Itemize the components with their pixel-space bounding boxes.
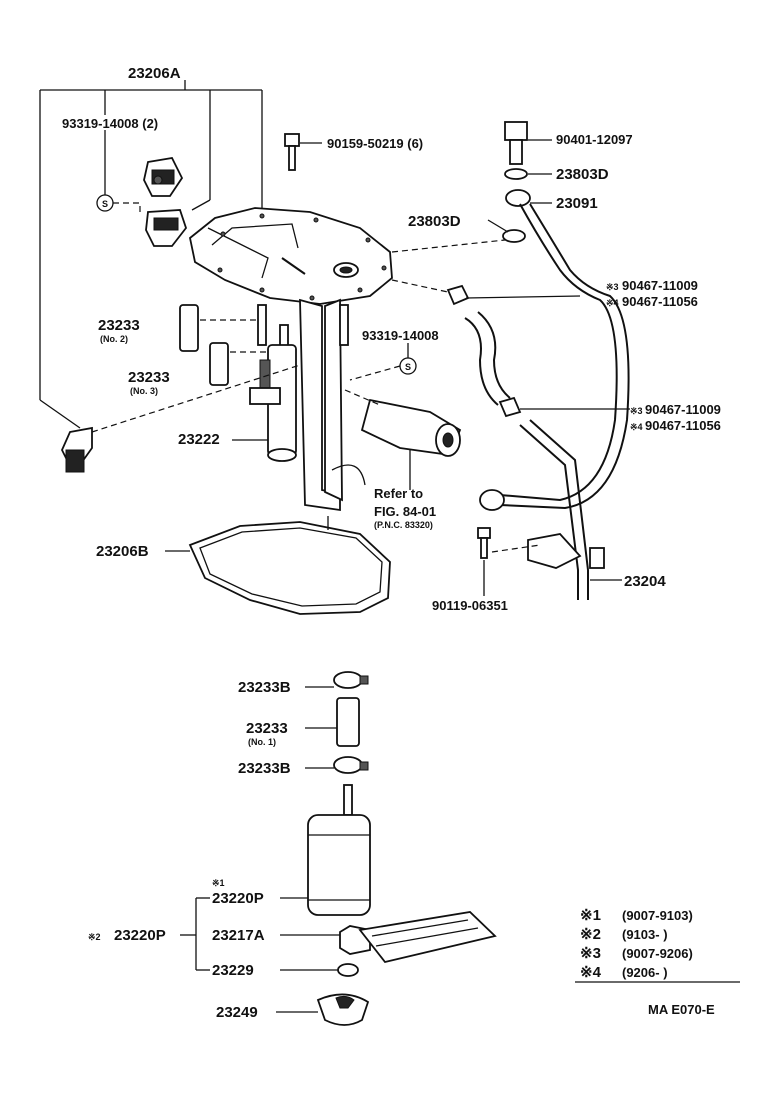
label-93319-14008: 93319-14008 [362, 328, 439, 343]
fuel-pump-assy-ref [344, 389, 462, 490]
label-90467-11009-b: 90467-11009 [645, 402, 721, 417]
hose-23233-no2 [179, 304, 258, 352]
pump-23220P [280, 784, 371, 916]
label-23220P-1: 23220P [212, 890, 264, 907]
label-23233-no2: 23233 [98, 317, 140, 334]
bracket-clip [61, 364, 301, 473]
svg-text:S: S [102, 199, 108, 209]
label-23229: 23229 [212, 962, 254, 979]
label-90159: 90159-50219 (6) [327, 136, 423, 151]
mark-1: ※1 [212, 878, 225, 888]
svg-text:S: S [405, 362, 411, 372]
label-pnc: (P.N.C. 83320) [374, 520, 433, 530]
gasket-23803D-lower [391, 219, 526, 253]
pump-plate [189, 207, 393, 305]
mark-4a: ※4 [606, 298, 619, 308]
filter-23217A [280, 911, 497, 964]
label-no3: (No. 3) [130, 386, 158, 396]
label-93319-14008-2: 93319-14008 (2) [62, 116, 158, 131]
part-labels: 23206A 93319-14008 (2) 90159-50219 (6) 9… [62, 65, 721, 1021]
label-refer-to: Refer to [374, 486, 423, 501]
pipe-23204 [519, 419, 622, 600]
diagram-id: MA E070-E [648, 1002, 715, 1017]
mark-3a: ※3 [606, 282, 619, 292]
label-90401: 90401-12097 [556, 132, 633, 147]
mark-4b: ※4 [630, 422, 643, 432]
label-23249: 23249 [216, 1004, 258, 1021]
s-symbol-1: S [96, 194, 141, 212]
label-23233-no1: 23233 [246, 720, 288, 737]
screw-90119 [477, 527, 541, 596]
label-90467-11056-b: 90467-11056 [645, 418, 721, 433]
hose-23233-no1 [305, 697, 360, 747]
legend-mark-1: ※1 [580, 907, 601, 924]
clamp-23233B-upper [305, 671, 369, 689]
legend-range-2: (9103- ) [622, 927, 668, 942]
legend-mark-4: ※4 [580, 964, 602, 981]
assembly-bracket-23206A [39, 80, 263, 429]
label-23206B: 23206B [96, 543, 149, 560]
gasket-23206B [165, 516, 391, 615]
mark-2: ※2 [88, 932, 101, 942]
mark-3b: ※3 [630, 406, 643, 416]
variant-bracket [180, 897, 210, 971]
label-23091: 23091 [556, 195, 598, 212]
bolt-90159 [284, 133, 322, 171]
legend-mark-2: ※2 [580, 926, 601, 943]
label-no1: (No. 1) [248, 737, 276, 747]
label-90467-11009-a: 90467-11009 [622, 278, 698, 293]
label-no2: (No. 2) [100, 334, 128, 344]
label-23233B-upper: 23233B [238, 679, 291, 696]
hose-lower-segment [464, 311, 630, 418]
label-23204: 23204 [624, 573, 666, 590]
hose-clip-upper [391, 279, 581, 306]
label-23220P-2: 23220P [114, 927, 166, 944]
s-symbol-2: S [349, 343, 417, 381]
label-23233-no3: 23233 [128, 369, 170, 386]
label-90119: 90119-06351 [432, 598, 508, 613]
legend-range-4: (9206- ) [622, 965, 668, 980]
gasket-23803D-upper [504, 168, 552, 180]
label-23233B-lower: 23233B [238, 760, 291, 777]
legend-mark-3: ※3 [580, 945, 601, 962]
pump-frame [257, 298, 366, 512]
union-bolt-90401 [504, 121, 552, 165]
label-23206A: 23206A [128, 65, 181, 82]
fuel-pump-23222 [249, 344, 297, 462]
hose-23233-no3 [209, 342, 268, 386]
label-23803D-upper: 23803D [556, 166, 609, 183]
clamp-23233B-lower [305, 756, 369, 774]
fuel-line-23091 [479, 189, 630, 511]
legend-range-3: (9007-9206) [622, 946, 693, 961]
washer-23229 [280, 963, 359, 977]
variant-legend: ※1 (9007-9103) ※2 (9103- ) ※3 (9007-9206… [580, 907, 693, 981]
label-fig-84-01: FIG. 84-01 [374, 504, 436, 519]
label-23803D-lower: 23803D [408, 213, 461, 230]
cushion-23249 [276, 993, 370, 1026]
sender-gauge-upper [143, 157, 184, 197]
label-23217A: 23217A [212, 927, 265, 944]
label-23222: 23222 [178, 431, 220, 448]
legend-range-1: (9007-9103) [622, 908, 693, 923]
label-90467-11056-a: 90467-11056 [622, 294, 698, 309]
sender-gauge-lower [145, 209, 188, 247]
